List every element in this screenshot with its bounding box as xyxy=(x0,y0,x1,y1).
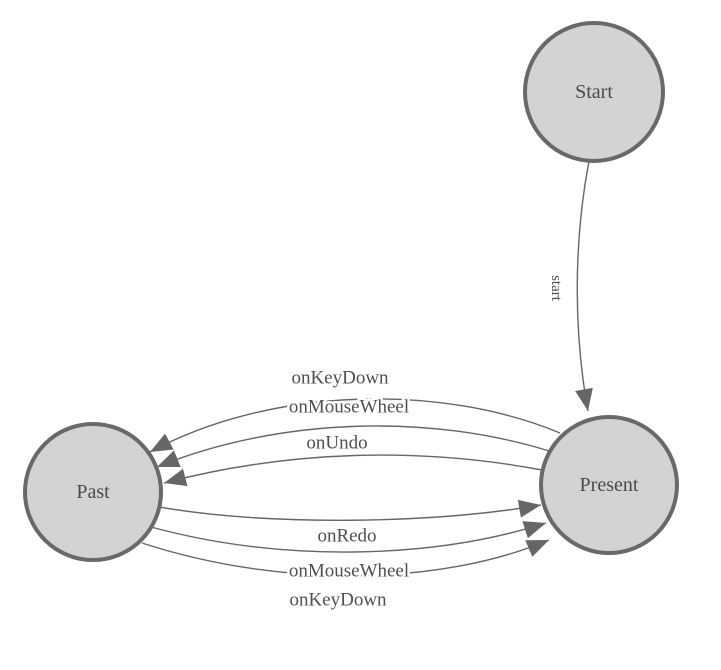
node-start: Start xyxy=(523,21,665,163)
node-present-label: Present xyxy=(580,474,639,496)
edge-label-onmousewheel-upper: onMouseWheel xyxy=(289,397,409,418)
edge-past-to-present-onredo xyxy=(158,499,542,521)
edge-start-to-present xyxy=(575,160,593,412)
edge-past-to-present-onkeydown xyxy=(141,539,550,577)
node-present-circle xyxy=(539,415,679,555)
edge-present-to-past-onmousewheel xyxy=(156,425,550,468)
edge-label-onkeydown-upper: onKeyDown xyxy=(291,368,389,389)
edge-label-onkeydown-lower: onKeyDown xyxy=(289,590,387,611)
node-past-circle xyxy=(23,422,163,562)
edge-label-onundo: onUndo xyxy=(306,433,367,454)
edge-label-start: start xyxy=(548,275,564,302)
node-present: Present xyxy=(539,415,679,555)
edge-present-to-past-onundo xyxy=(163,454,543,487)
node-past: Past xyxy=(23,422,163,562)
node-start-circle xyxy=(523,21,665,163)
edge-present-to-past-onkeydown xyxy=(149,398,561,453)
node-start-label: Start xyxy=(575,81,613,103)
edge-past-to-present-onmousewheel xyxy=(150,521,547,553)
edge-label-onmousewheel-lower: onMouseWheel xyxy=(289,561,409,582)
edge-label-onredo: onRedo xyxy=(317,526,376,547)
node-past-label: Past xyxy=(76,481,110,503)
